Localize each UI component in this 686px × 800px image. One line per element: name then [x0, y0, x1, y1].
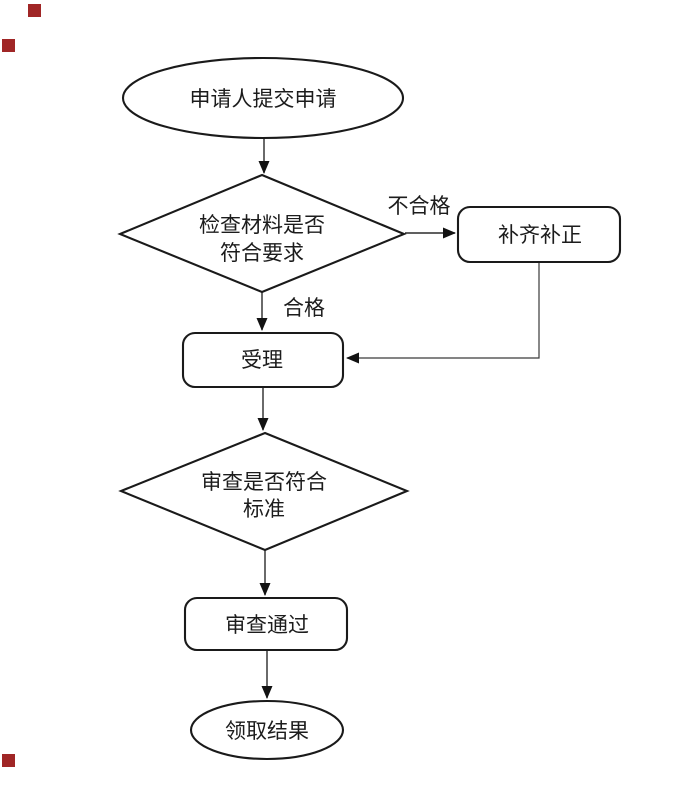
check-diamond-shape [117, 173, 407, 294]
pass-label: 审查通过 [225, 613, 309, 637]
start-ellipse-shape [121, 56, 405, 140]
check-label-line2: 符合要求 [220, 241, 304, 265]
node-start: 申请人提交申请 [121, 56, 405, 140]
review-diamond-shape [118, 431, 410, 552]
node-review: 审查是否符合 标准 [118, 431, 410, 552]
node-accept: 受理 [181, 331, 345, 389]
result-ellipse-shape [189, 699, 345, 761]
red-artifact-mark-top [28, 4, 41, 17]
red-artifact-mark-left [2, 39, 15, 52]
review-label-line1: 审查是否符合 [201, 470, 327, 494]
node-result: 领取结果 [189, 699, 345, 761]
review-label-line2: 标准 [243, 497, 285, 521]
edge-label-fail: 不合格 [388, 194, 451, 218]
accept-label: 受理 [241, 348, 283, 372]
node-supplement: 补齐补正 [456, 205, 622, 264]
check-label-line1: 检查材料是否 [199, 213, 325, 237]
edge-label-ok: 合格 [283, 296, 325, 320]
pass-rect-shape [183, 596, 349, 652]
node-check-materials: 检查材料是否 符合要求 [117, 173, 407, 294]
arrow-supplement-to-accept [346, 262, 540, 364]
accept-rect-shape [181, 331, 345, 389]
supplement-label: 补齐补正 [498, 223, 582, 247]
supplement-rect-shape [456, 205, 622, 264]
result-label: 领取结果 [225, 719, 309, 743]
red-artifact-mark-bottom [2, 754, 15, 767]
start-label: 申请人提交申请 [190, 87, 337, 111]
node-pass: 审查通过 [183, 596, 349, 652]
